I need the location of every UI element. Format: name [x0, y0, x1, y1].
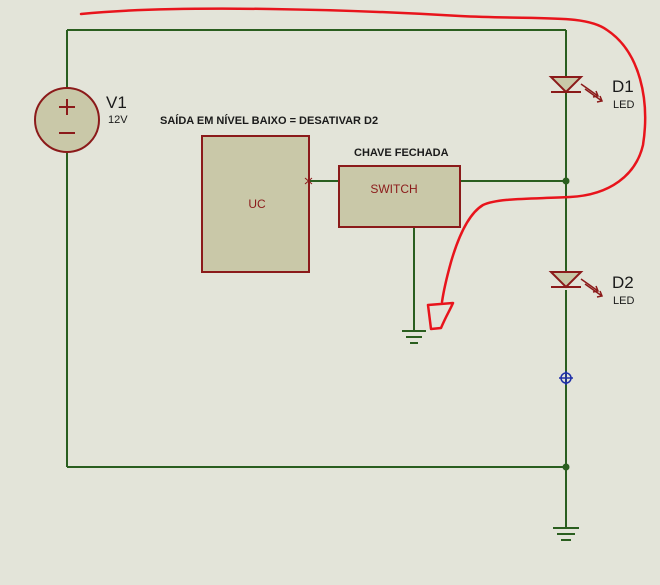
d2-type: LED [613, 295, 634, 307]
d1-type: LED [613, 99, 634, 111]
junction-dot [562, 463, 570, 471]
voltage-source-v1[interactable] [34, 87, 100, 153]
microcontroller-uc[interactable] [201, 135, 310, 273]
wires [66, 29, 567, 527]
switch-caption: CHAVE FECHADA [354, 147, 449, 159]
d2-name: D2 [612, 273, 634, 292]
ground-icon [553, 527, 579, 541]
d1-name: D1 [612, 77, 634, 96]
uc-label: UC [248, 197, 266, 211]
ground-icon [402, 330, 426, 344]
led-d1[interactable] [548, 76, 604, 103]
switch-label: SWITCH [370, 182, 417, 196]
red-ground-sketch [426, 301, 455, 331]
light-emission-icon [580, 278, 604, 298]
light-emission-icon [580, 83, 604, 103]
switch-block[interactable] [338, 165, 461, 228]
junction-dot [562, 177, 570, 185]
source-name: V1 [106, 93, 127, 112]
led-d2[interactable] [548, 271, 604, 298]
annotation-text: SAÍDA EM NÍVEL BAIXO = DESATIVAR D2 [160, 114, 378, 127]
red-current-path [79, 7, 647, 304]
pin-marker-icon [304, 177, 313, 185]
hand-drawn-annotation [79, 7, 647, 331]
source-value: 12V [108, 114, 128, 126]
probe-marker-icon[interactable] [559, 371, 573, 385]
plus-icon [59, 99, 75, 115]
